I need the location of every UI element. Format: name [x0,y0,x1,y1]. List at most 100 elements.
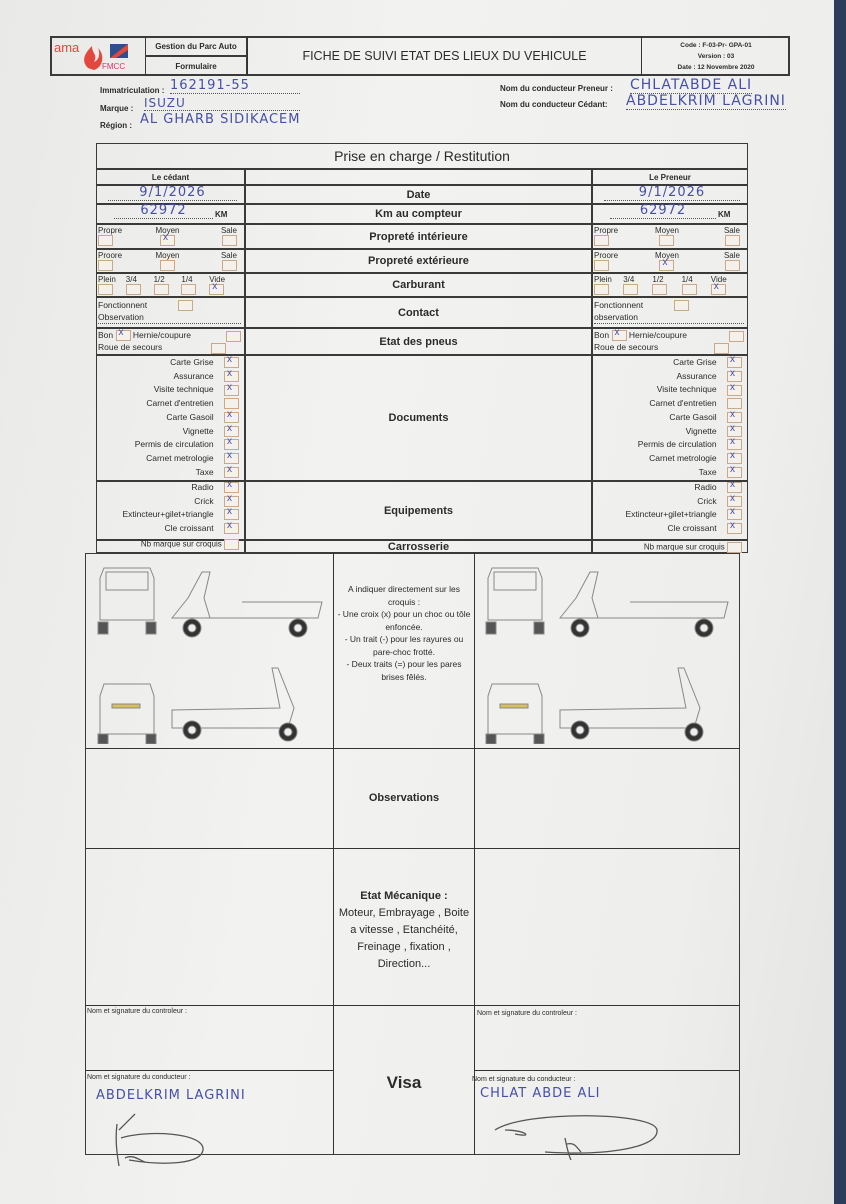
proprete-int-preneur-cell [592,224,748,249]
nb-marque-box[interactable] [727,542,742,553]
document-checkbox[interactable] [224,354,239,369]
cedant-fuel-checkbox[interactable] [181,284,197,295]
document-checkbox[interactable] [727,450,742,465]
preneur-prop-int-checkbox[interactable] [724,235,740,246]
cedant-km-value[interactable]: 62972 [114,203,213,219]
option-label: Moyen [155,226,180,235]
cedant-fuel-checkbox[interactable] [125,284,141,295]
controleur-label-preneur: Nom et signature du controleur : [477,1010,577,1017]
preneur-prop-ext-checkbox[interactable] [659,257,675,271]
cedant-fuel-checkbox[interactable] [153,284,169,295]
document-checkbox[interactable] [727,423,742,437]
dept-cell: Gestion du Parc Auto [145,36,247,56]
equipement-item: Cle croissant [96,520,239,534]
equipement-checkbox[interactable] [727,520,742,534]
document-checkbox[interactable] [727,436,742,451]
type-cell: Formulaire [145,56,247,76]
preneur-date-value[interactable]: 9/1/2026 [604,185,740,201]
region-label: Région : [100,121,132,130]
pneus-bon-checkbox[interactable] [611,327,627,342]
pneus-hernie-checkbox[interactable] [226,331,241,342]
cedant-prop-ext-checkbox[interactable] [98,260,113,271]
pneus-label: Etat des pneus [245,328,592,355]
equipement-checkbox[interactable] [727,493,742,507]
cedant-fuel-checkbox[interactable] [98,284,113,295]
preneur-header: Le Preneur [592,169,748,185]
center-column [333,553,475,1155]
preneur-fuel-checkbox[interactable] [681,284,697,295]
cedant-prop-int-checkbox[interactable] [159,232,175,246]
document-checkbox[interactable] [224,409,239,424]
table-title: Prise en charge / Restitution [96,143,748,169]
equipement-checkbox[interactable] [727,506,742,521]
observations-preneur[interactable] [477,750,738,846]
option-label: Vide [209,275,226,284]
pneus-roue-checkbox[interactable] [211,343,226,355]
contact-observation[interactable]: observation [594,311,744,325]
document-checkbox[interactable] [224,398,239,410]
document-checkbox[interactable] [727,368,742,382]
document-checkbox[interactable] [224,450,239,465]
pneus-roue-checkbox[interactable] [714,343,729,355]
cedant-fuel-checkbox[interactable] [209,281,225,295]
cedant-prop-ext-checkbox[interactable] [221,260,237,271]
mecanique-block: Etat Mécanique : Moteur, Embrayage , Boi… [336,888,472,973]
carburant-preneur-cell [592,273,748,297]
document-checkbox[interactable] [727,354,742,369]
observations-cedant[interactable] [85,750,331,846]
date-preneur-cell [592,185,748,204]
document-checkbox[interactable] [224,382,239,396]
version: Version : 03 [697,53,735,60]
preneur-prop-ext-checkbox[interactable] [594,260,609,271]
cedant-date-value[interactable]: 9/1/2026 [108,185,237,201]
document-item: Carnet metrologie [592,450,742,465]
preneur-prop-int-checkbox[interactable] [594,235,609,246]
contact-checkbox[interactable] [673,300,689,312]
document-checkbox[interactable] [727,409,742,424]
preneur-fuel-checkbox[interactable] [594,284,609,295]
equipement-checkbox[interactable] [224,506,239,521]
cedant-prop-int-checkbox[interactable] [221,235,237,246]
document-checkbox[interactable] [224,464,239,478]
document-checkbox[interactable] [727,382,742,396]
document-checkbox[interactable] [224,368,239,382]
nb-marque-box[interactable] [224,539,239,550]
equipement-checkbox[interactable] [224,479,239,494]
equipement-checkbox[interactable] [224,493,239,507]
equipement-label: Radio [694,482,719,492]
document-checkbox[interactable] [727,464,742,478]
preneur-signature [494,1115,658,1161]
document-label: Carnet metrologie [649,452,719,463]
document-checkbox[interactable] [224,436,239,451]
equipement-checkbox[interactable] [727,479,742,494]
documents-label: Documents [245,355,592,481]
visa-label: Visa [386,1073,422,1092]
cedant-prop-int-checkbox[interactable] [98,235,113,246]
document-checkbox[interactable] [224,423,239,437]
preneur-fuel-option: 3/4 [623,275,652,295]
preneur-prop-ext-checkbox[interactable] [724,260,740,271]
equipement-checkbox[interactable] [224,520,239,534]
preneur-fuel-checkbox[interactable] [623,284,639,295]
contact-checkbox[interactable] [177,300,193,312]
vehicle-sketch-cedant[interactable] [92,558,328,744]
preneur-fuel-checkbox[interactable] [710,281,726,295]
document-checkbox[interactable] [727,398,742,410]
document-item: Carnet metrologie [96,450,239,465]
header-box [50,36,790,76]
preneur-prop-int-checkbox[interactable] [659,235,675,246]
option-label: 1/2 [652,275,664,284]
cedant-prop-ext-checkbox[interactable] [159,260,175,271]
document-item: Permis de circulation [592,436,742,451]
equipement-label: Crick [697,495,719,506]
pneus-bon-checkbox[interactable] [115,327,131,342]
documents-preneur-cell [592,355,748,481]
document-label: Carte Gasoil [166,411,216,422]
equipement-item: Extincteur+gilet+triangle [592,506,742,521]
contact-observation[interactable]: Observation [98,311,241,325]
preneur-km-value[interactable]: 62972 [610,203,716,219]
vehicle-sketch-preneur[interactable] [480,558,734,744]
cedant-prop-ext-option: Proore [98,251,144,271]
pneus-hernie-checkbox[interactable] [729,331,744,342]
preneur-fuel-checkbox[interactable] [652,284,668,295]
